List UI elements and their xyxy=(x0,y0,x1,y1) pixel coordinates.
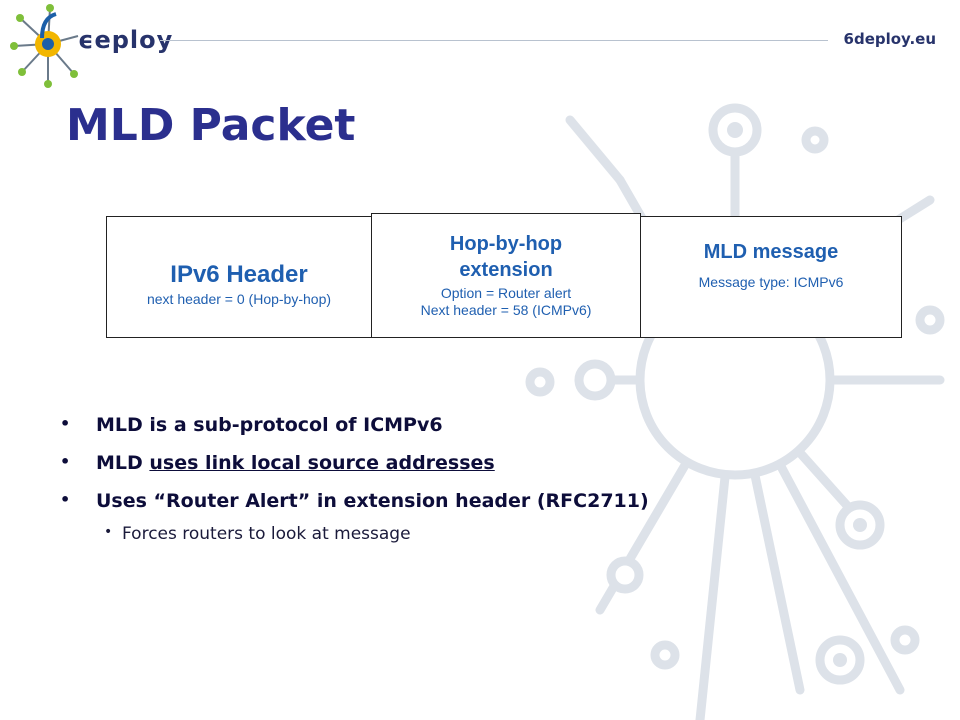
underlined-text: uses link local source addresses xyxy=(149,452,495,474)
bullet-list: MLD is a sub-protocol of ICMPv6 MLD uses… xyxy=(60,414,920,554)
ipv6-header-box: IPv6 Header next header = 0 (Hop-by-hop) xyxy=(106,216,372,338)
mld-message-title: MLD message xyxy=(703,241,839,263)
slide-title: MLD Packet xyxy=(66,100,356,151)
ipv6-header-detail: next header = 0 (Hop-by-hop) xyxy=(146,291,332,307)
bullet-item: Uses “Router Alert” in extension header … xyxy=(60,490,920,528)
ipv6-header-title: IPv6 Header xyxy=(170,261,308,288)
site-url: 6deploy.eu xyxy=(843,30,936,48)
hbh-title-line2: extension xyxy=(459,259,553,281)
mld-message-box: MLD message Message type: ICMPv6 xyxy=(640,216,902,338)
header-divider xyxy=(160,40,828,41)
6deploy-logo-icon xyxy=(10,4,79,88)
bullet-item: MLD uses link local source addresses xyxy=(60,452,920,490)
hbh-title-line1: Hop-by-hop xyxy=(449,233,563,255)
mld-packet-diagram: IPv6 Header next header = 0 (Hop-by-hop)… xyxy=(106,213,902,339)
sub-bullet-item: Forces routers to look at message xyxy=(60,524,920,554)
logo-wordmark: ϵeploy xyxy=(78,26,174,54)
hop-by-hop-extension-box: Hop-by-hop extension Option = Router ale… xyxy=(371,213,641,338)
hbh-option: Option = Router alert xyxy=(440,285,572,301)
mld-message-detail: Message type: ICMPv6 xyxy=(698,274,844,290)
hbh-next-header: Next header = 58 (ICMPv6) xyxy=(420,302,592,318)
bullet-item: MLD is a sub-protocol of ICMPv6 xyxy=(60,414,920,452)
